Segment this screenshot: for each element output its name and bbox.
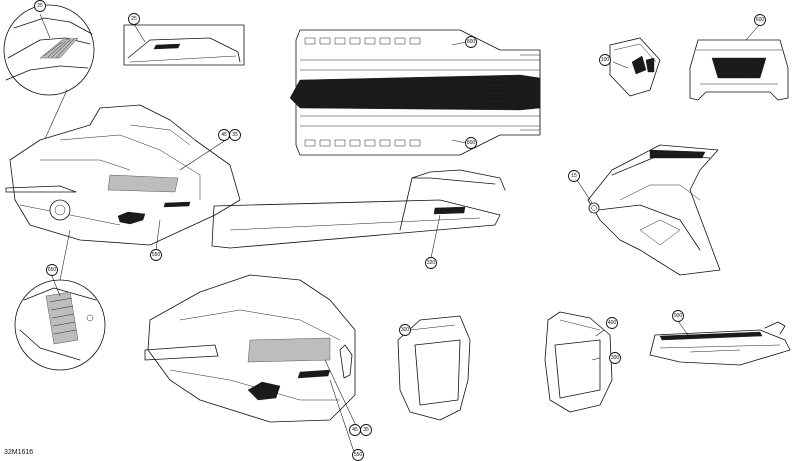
detail-view-top [3,4,95,96]
callout-600: 600 [754,14,766,26]
svg-text:800: 800 [467,140,476,146]
svg-text:100: 100 [601,57,610,63]
svg-text:300: 300 [611,355,620,361]
detail-view-bottom [14,279,106,371]
svg-text:550: 550 [354,452,363,458]
side-panel-right [544,311,613,413]
callout-300-right: 300 [609,352,621,364]
svg-text:45: 45 [221,132,227,138]
sled-angled-view [144,274,356,423]
callout-550-upper: 550 [150,249,162,261]
sled-side-view [5,104,506,249]
svg-text:25: 25 [37,3,43,9]
svg-text:320: 320 [427,260,436,266]
callout-800-top: 800 [465,36,477,48]
callout-650: 650 [46,264,58,276]
svg-text:15: 15 [571,173,577,179]
callout-900: 900 [672,310,684,322]
callout-35-lower: 35 [360,424,372,436]
running-board [649,321,791,366]
callout-800-bottom: 800 [465,137,477,149]
callout-15: 15 [568,170,580,182]
callout-45-upper: 45 [218,129,230,141]
callout-400: 400 [606,317,618,329]
side-panel-left [397,315,471,421]
callout-25-rect: 25 [128,13,140,25]
svg-text:800: 800 [467,39,476,45]
callout-300-left: 300 [399,324,411,336]
svg-text:650: 650 [48,267,57,273]
svg-text:45: 45 [352,427,358,433]
svg-text:550: 550 [152,252,161,258]
callout-45-lower: 45 [349,424,361,436]
svg-text:25: 25 [131,16,137,22]
part-small-cap [609,37,661,97]
svg-text:300: 300 [401,327,410,333]
svg-text:600: 600 [756,17,765,23]
part-rear-view [689,39,789,101]
callout-320: 320 [425,257,437,269]
callout-550-lower: 550 [352,449,364,461]
hood-front-view [587,144,721,276]
callout-100: 100 [599,54,611,66]
svg-text:900: 900 [674,313,683,319]
detail-rect-decal [123,24,245,66]
callout-35-upper: 35 [229,129,241,141]
svg-text:35: 35 [232,132,238,138]
svg-text:35: 35 [363,427,369,433]
tunnel-top-view [289,29,541,156]
svg-text:400: 400 [608,320,617,326]
callout-25-detail: 25 [34,0,46,12]
figure-id-label: 32M1616 [4,449,34,456]
